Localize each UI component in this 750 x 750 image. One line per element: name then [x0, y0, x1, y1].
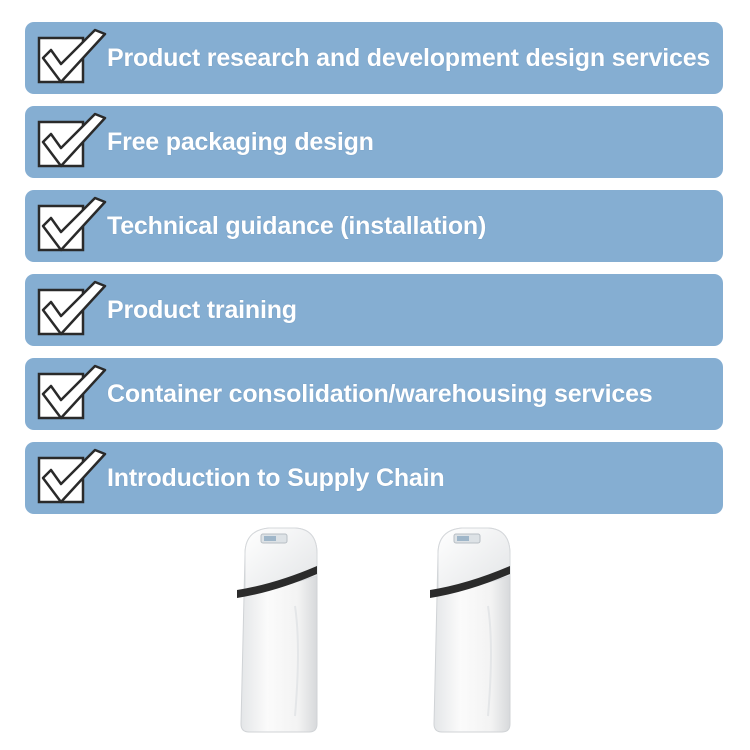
service-item: Product research and development design …	[25, 22, 723, 94]
product-images	[237, 527, 511, 733]
service-label: Product research and development design …	[107, 44, 711, 72]
service-label: Free packaging design	[107, 128, 374, 156]
service-label: Container consolidation/warehousing serv…	[107, 380, 653, 408]
service-item: Technical guidance (installation)	[25, 190, 723, 262]
checkmark-icon	[37, 448, 109, 508]
service-list: Product research and development design …	[25, 22, 723, 526]
service-label: Introduction to Supply Chain	[107, 464, 445, 492]
service-label: Technical guidance (installation)	[107, 212, 487, 240]
checkmark-icon	[37, 364, 109, 424]
service-item: Product training	[25, 274, 723, 346]
checkmark-icon	[37, 112, 109, 172]
water-softener-cabinet-right	[430, 527, 511, 733]
service-item: Introduction to Supply Chain	[25, 442, 723, 514]
checkmark-icon	[37, 28, 109, 88]
service-item: Free packaging design	[25, 106, 723, 178]
service-item: Container consolidation/warehousing serv…	[25, 358, 723, 430]
service-label: Product training	[107, 296, 297, 324]
water-softener-cabinet-left	[237, 527, 318, 733]
checkmark-icon	[37, 280, 109, 340]
checkmark-icon	[37, 196, 109, 256]
